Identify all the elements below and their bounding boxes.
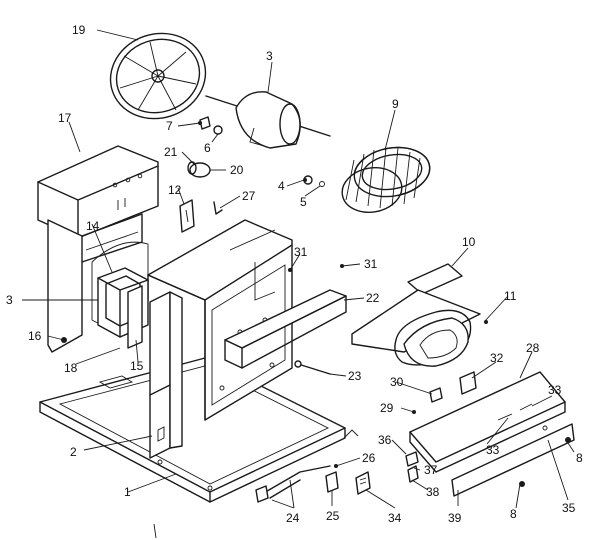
callout-28: 28	[526, 341, 540, 355]
callout-22: 22	[366, 291, 380, 305]
callout-8-bottom: 8	[510, 507, 517, 521]
hardware-parts	[179, 116, 325, 233]
rod	[294, 360, 331, 375]
blower-wheel	[341, 146, 431, 213]
scan-mark	[153, 523, 157, 539]
callout-38: 38	[426, 485, 440, 499]
callout-12: 12	[168, 183, 182, 197]
callout-2: 2	[70, 445, 77, 459]
callout-8-right: 8	[576, 451, 583, 465]
callout-35: 35	[562, 501, 576, 515]
callout-37: 37	[424, 463, 438, 477]
callout-39: 39	[448, 511, 462, 525]
callout-6: 6	[204, 141, 211, 155]
callout-14: 14	[86, 219, 100, 233]
callout-17: 17	[58, 111, 72, 125]
callout-18: 18	[64, 361, 78, 375]
callout-16: 16	[28, 329, 42, 343]
chassis-housing	[147, 219, 293, 421]
callout-25: 25	[326, 509, 340, 523]
callout-21: 21	[164, 145, 178, 159]
callout-27: 27	[242, 189, 256, 203]
callout-36: 36	[378, 433, 392, 447]
callout-3-motor: 3	[266, 49, 273, 63]
callout-19: 19	[72, 23, 86, 37]
callout-7: 7	[166, 119, 173, 133]
callout-11: 11	[504, 289, 517, 303]
callout-30: 30	[390, 375, 404, 389]
callout-29: 29	[380, 401, 394, 415]
center-partition	[149, 291, 183, 459]
callout-labels: 19 3 9 17 7 6 21 20 4 5 12 27 14 10 31 3…	[6, 23, 583, 525]
callout-32: 32	[490, 351, 504, 365]
callout-33-a: 33	[548, 383, 562, 397]
fan-motor	[205, 91, 331, 149]
support-post	[127, 285, 143, 349]
callout-31-a: 31	[294, 245, 308, 259]
callout-5: 5	[300, 195, 307, 209]
callout-10: 10	[462, 235, 476, 249]
callout-31-b: 31	[364, 257, 378, 271]
leader-dots	[61, 121, 571, 487]
callout-23: 23	[348, 369, 362, 383]
control-panel	[409, 371, 575, 497]
callout-33-b: 33	[486, 443, 500, 457]
callout-1: 1	[124, 485, 131, 499]
control-components	[255, 371, 477, 503]
scroll-housing	[351, 263, 481, 367]
callout-26: 26	[362, 451, 376, 465]
callout-4: 4	[278, 179, 285, 193]
callout-34: 34	[388, 511, 402, 525]
condenser-fan-blade	[109, 32, 207, 120]
callout-3-shroud: 3	[6, 293, 13, 307]
callout-24: 24	[286, 511, 300, 525]
channel-bracket	[224, 289, 347, 369]
callout-20: 20	[230, 163, 244, 177]
callout-9: 9	[392, 97, 399, 111]
callout-15: 15	[130, 359, 144, 373]
